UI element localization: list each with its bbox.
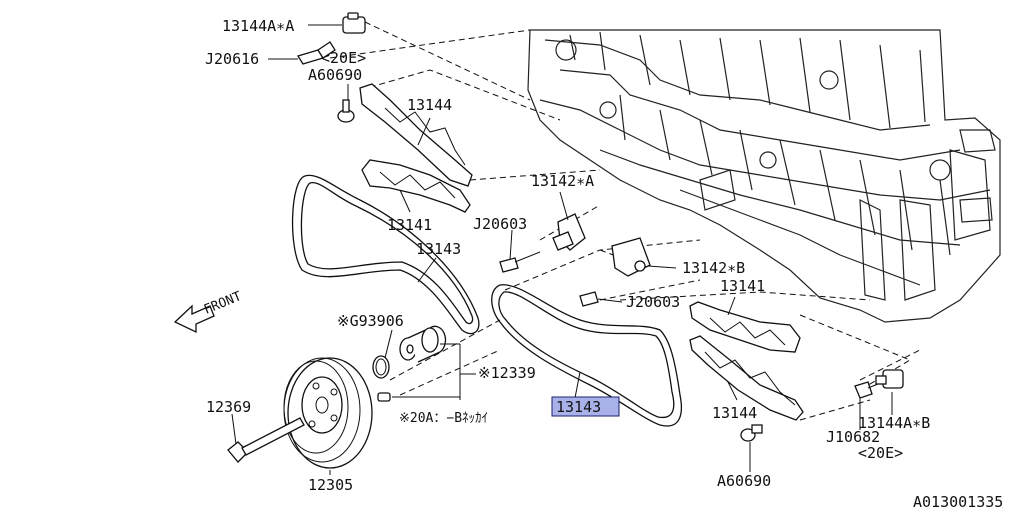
- label-13143-left[interactable]: 13143: [416, 240, 461, 258]
- label-12369[interactable]: 12369: [206, 398, 251, 416]
- label-J20603-top[interactable]: J20603: [473, 215, 527, 233]
- tensioner-13144A-A[interactable]: [342, 12, 366, 34]
- tensioner-13144A-B[interactable]: [875, 369, 904, 389]
- label-J20616[interactable]: J20616: [205, 50, 259, 68]
- label-13144A-B[interactable]: 13144A∗B: [858, 414, 930, 432]
- label-G93906[interactable]: ※G93906: [337, 312, 404, 330]
- label-13142-A[interactable]: 13142∗A: [531, 172, 594, 190]
- timing-chain-13143-left[interactable]: [291, 174, 480, 335]
- part-labels: 13144A∗A J20616 <20E> A60690 13144 13141…: [205, 17, 1003, 511]
- o-ring-G93906[interactable]: [372, 355, 390, 379]
- label-13143-highlighted[interactable]: 13143: [556, 398, 601, 416]
- label-20E-top: <20E>: [321, 49, 366, 67]
- crank-bolt-12369[interactable]: [227, 417, 305, 463]
- idler-pulley-12339[interactable]: [399, 325, 447, 363]
- label-A60690-top[interactable]: A60690: [308, 66, 362, 84]
- label-J20603-mid[interactable]: J20603: [626, 293, 680, 311]
- tensioner-13142-B[interactable]: [611, 237, 651, 277]
- label-13144A-A[interactable]: 13144A∗A: [222, 17, 294, 35]
- engine-block-illustration: [527, 29, 1001, 323]
- label-J10682[interactable]: J10682: [826, 428, 880, 446]
- label-12305[interactable]: 12305: [308, 476, 353, 494]
- label-13142-B[interactable]: 13142∗B: [682, 259, 745, 277]
- chain-guide-13144-right[interactable]: [689, 335, 804, 421]
- diagram-id: A013001335: [913, 493, 1003, 511]
- label-13144-right[interactable]: 13144: [712, 404, 757, 422]
- bolt-J20603-mid[interactable]: [579, 291, 599, 307]
- crank-pulley-12305[interactable]: [283, 357, 373, 469]
- bolt-A60690-top[interactable]: [337, 99, 355, 123]
- label-13141-left[interactable]: 13141: [387, 216, 432, 234]
- front-direction-arrow: FRONT: [173, 289, 244, 334]
- bolt-A60690-bottom[interactable]: [740, 424, 763, 442]
- chain-guide-13141-right[interactable]: [689, 301, 801, 353]
- dashed-assembly-lines: [329, 21, 921, 421]
- chain-guide-13144-upper[interactable]: [359, 83, 473, 187]
- label-20A-note: ※20A：−Bﾈｯｶｲ: [399, 411, 488, 426]
- timing-chain-13143-right[interactable]: [491, 284, 683, 427]
- label-12339[interactable]: ※12339: [478, 364, 536, 382]
- label-A60690-bottom[interactable]: A60690: [717, 472, 771, 490]
- dowel-pin[interactable]: [377, 392, 391, 402]
- front-label: FRONT: [202, 289, 244, 318]
- label-13141-right[interactable]: 13141: [720, 277, 765, 295]
- bolt-J10682[interactable]: [854, 381, 879, 399]
- label-20E-bottom: <20E>: [858, 444, 903, 462]
- tensioner-13142-A[interactable]: [552, 213, 586, 251]
- bolt-J20603-top[interactable]: [499, 251, 541, 273]
- bolt-J20616[interactable]: [296, 41, 336, 65]
- highlight-box-13143[interactable]: [551, 396, 620, 417]
- label-13144-top[interactable]: 13144: [407, 96, 452, 114]
- leader-lines: [231, 24, 893, 475]
- chain-guide-13141-left[interactable]: [361, 159, 471, 213]
